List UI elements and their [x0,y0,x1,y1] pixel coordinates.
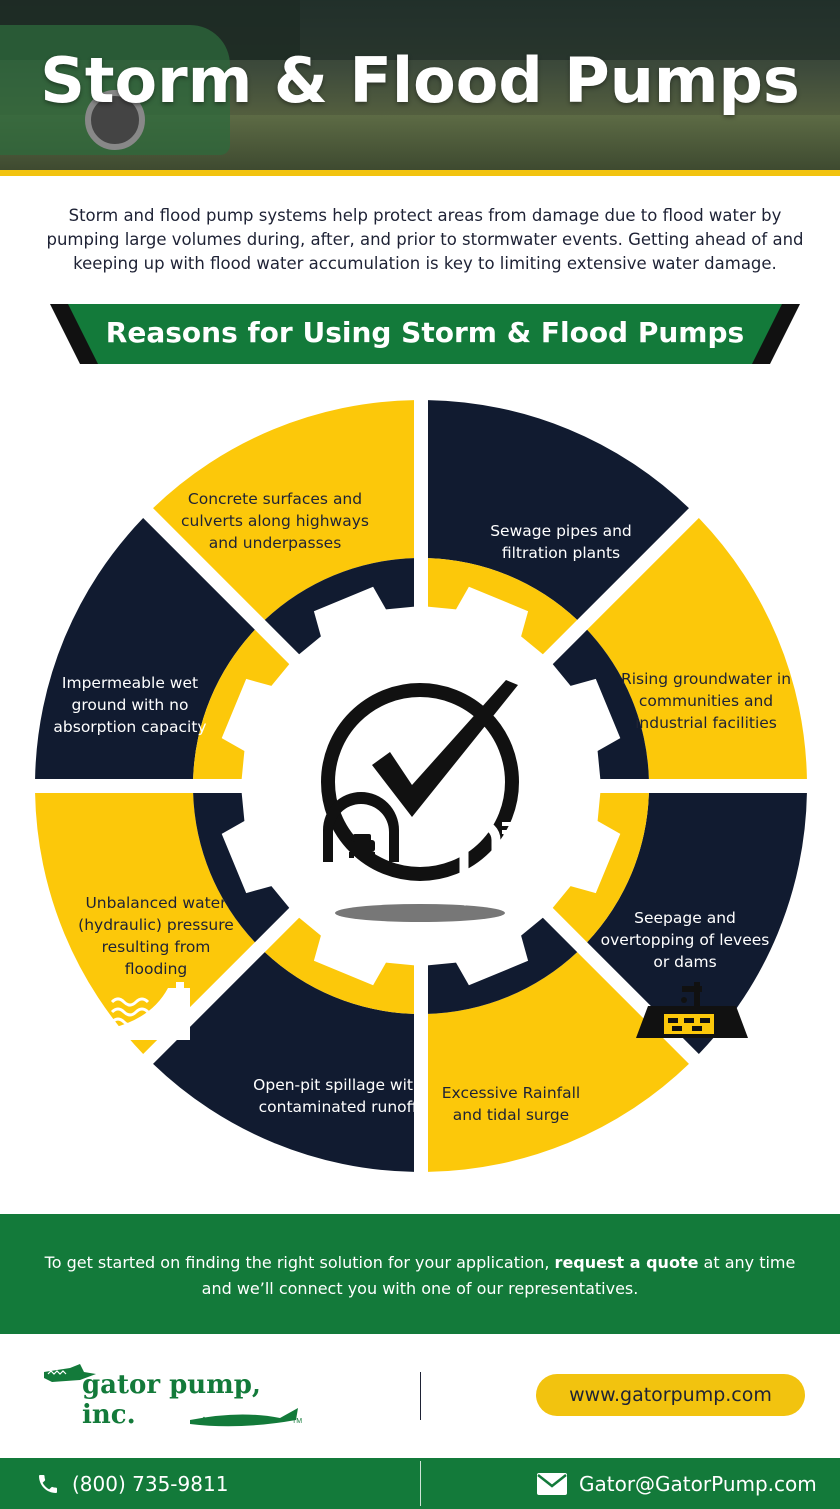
request-quote-link[interactable]: request a quote [554,1253,699,1272]
header-banner: Storm & Flood Pumps [0,0,840,170]
trailer-wheel [85,90,145,150]
reason-segment-hydraulic [35,792,255,1054]
email-icon [537,1473,567,1495]
reason-label-hydraulic: Unbalanced water (hydraulic) pressure re… [78,894,234,978]
reason-segment-sewage [427,400,689,620]
email-link[interactable]: Gator@GatorPump.com [537,1469,817,1499]
reason-segment-groundwater [587,518,807,780]
footer-divider [420,1461,421,1506]
section-banner: Reasons for Using Storm & Flood Pumps [50,304,800,364]
banner-shape [50,304,800,364]
website-link[interactable]: www.gatorpump.com [536,1374,805,1416]
section-title: Reasons for Using Storm & Flood Pumps [105,316,745,349]
groundwater-tap-icon [636,982,748,1038]
call-to-action: To get started on finding the right solu… [0,1214,840,1334]
reasons-wheel [35,400,807,1172]
reason-segment-seepage [587,792,807,1054]
cta-text-before: To get started on finding the right solu… [44,1253,555,1272]
reason-segment-rainfall [427,952,689,1172]
wet-ground-icon [110,982,190,1040]
reason-label-open-pit: Open-pit spillage with contaminated runo… [253,1076,423,1116]
reason-label-highways: Concrete surfaces and culverts along hig… [181,490,369,552]
reason-label-groundwater: Rising groundwater in communities and in… [620,670,792,732]
intro-paragraph: Storm and flood pump systems help protec… [46,206,804,273]
reason-label-wet-ground: Impermeable wet ground with no absorptio… [53,674,207,736]
contact-divider [420,1372,421,1420]
reason-segment-highways [153,400,415,620]
header-accent-bar [0,170,840,176]
reason-segment-open-pit [153,952,415,1172]
reason-label-seepage: Seepage and overtopping of levees or dam… [600,909,770,971]
cta-text-after: at any time and we’ll connect you with o… [201,1253,796,1298]
contact-footer: (800) 735-9811 Gator@GatorPump.com [0,1458,840,1509]
check-shadow [335,904,505,922]
email-address: Gator@GatorPump.com [579,1472,817,1496]
sewage-pipe-icon [456,819,520,906]
company-logo[interactable]: gator pump, inc. TM [40,1358,310,1438]
reason-segment-wet-ground [35,518,255,780]
page-title: Storm & Flood Pumps [40,44,800,117]
tree-line [300,0,840,60]
checkmark-icon [321,680,519,881]
reason-label-rainfall: Excessive Rainfall and tidal surge [441,1084,581,1124]
phone-icon [39,1475,57,1493]
cta-text: To get started on finding the right solu… [40,1250,800,1302]
company-name: gator pump, inc. [82,1370,261,1430]
trademark: TM [292,1418,303,1425]
gator-icon [44,1364,298,1427]
phone-link[interactable]: (800) 735-9811 [36,1469,228,1499]
tunnel-car-icon [323,792,399,862]
phone-number: (800) 735-9811 [72,1472,229,1496]
reason-label-sewage: Sewage pipes and filtration plants [490,522,632,562]
